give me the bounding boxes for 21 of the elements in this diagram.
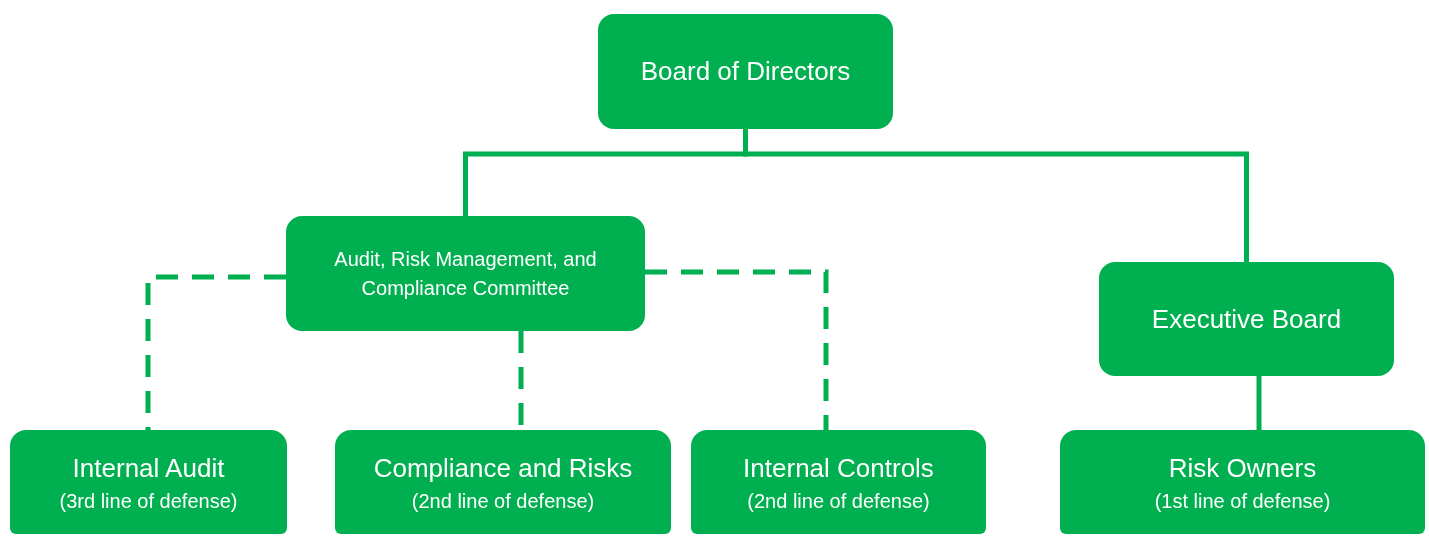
- box-title: Audit, Risk Management, and Compliance Committee: [333, 246, 598, 301]
- org-box: [335, 430, 671, 534]
- org-box: [691, 430, 986, 534]
- dashed-connector: [145, 274, 286, 430]
- box-title: Internal Audit: [72, 452, 225, 485]
- box-subtitle: (2nd line of defense): [411, 488, 595, 514]
- org-box: [286, 216, 645, 331]
- connector-line: [1256, 376, 1262, 430]
- org-box: [598, 14, 893, 129]
- org-box: [1099, 262, 1394, 376]
- box-title: Risk Owners: [1168, 452, 1317, 485]
- box-subtitle: (1st line of defense): [1154, 488, 1331, 514]
- box-title: Board of Directors: [640, 55, 851, 88]
- org-box: [10, 430, 287, 534]
- box-title: Internal Controls: [743, 452, 934, 485]
- box-title: Compliance and Risks: [373, 452, 633, 485]
- org-box: [1060, 430, 1425, 534]
- dashed-connector: [645, 269, 829, 430]
- box-subtitle: (2nd line of defense): [747, 488, 930, 514]
- box-subtitle: (3rd line of defense): [59, 488, 238, 514]
- box-title: Executive Board: [1151, 302, 1342, 336]
